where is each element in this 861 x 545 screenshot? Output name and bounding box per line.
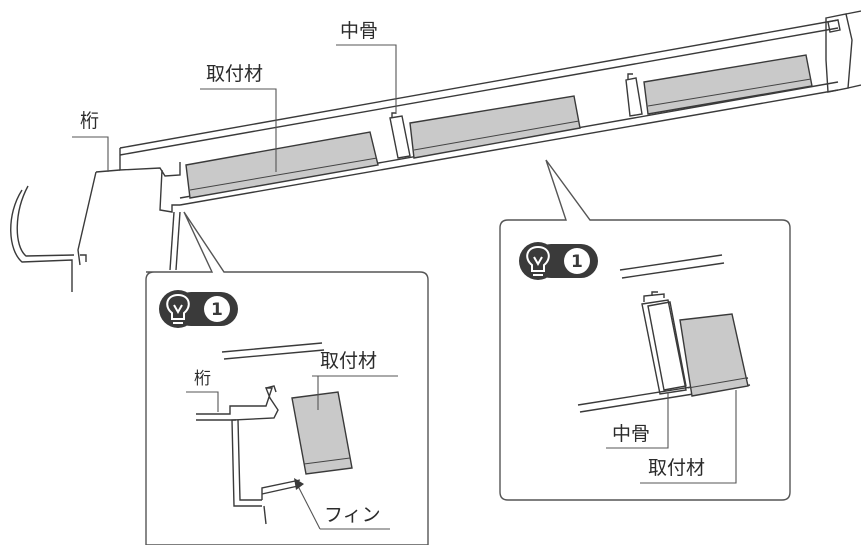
label-toritsukezai-left: 取付材 [320, 350, 377, 372]
label-keta-detail: 桁 [194, 369, 211, 389]
mid-frame-2 [625, 77, 643, 117]
label-toritsukezai-right: 取付材 [648, 457, 705, 479]
arrow-icon [294, 478, 304, 490]
tip-badge-right: 1 [519, 242, 598, 280]
tip-badge-left: 1 [159, 290, 238, 328]
detail-attachment-panel-right [679, 313, 749, 397]
label-nakabone-right: 中骨 [612, 423, 650, 445]
lightbulb-icon [526, 245, 550, 276]
main-assembly [10, 10, 861, 292]
mid-frame-1 [389, 115, 411, 159]
beam-profile [119, 148, 181, 177]
lightbulb-icon [166, 293, 190, 324]
callout-left: 1 桁 取付材 フィン [145, 211, 429, 545]
detail-beam-left [196, 387, 279, 507]
label-nakabone-main: 中骨 [340, 20, 378, 42]
attachment-panel-2 [409, 95, 581, 159]
detail-mid-frame-right [641, 299, 687, 395]
attachment-panel-3 [643, 54, 813, 115]
label-toritsukezai-main: 取付材 [206, 63, 263, 85]
label-fin: フィン [324, 504, 381, 526]
detail-attachment-panel-left [291, 391, 353, 475]
badge-number-right: 1 [571, 252, 583, 272]
attachment-panel-1 [185, 131, 379, 199]
callout-right: 1 中骨 取付材 [499, 159, 791, 501]
label-keta-main: 桁 [80, 110, 99, 132]
main-labels: 桁 取付材 中骨 [72, 20, 397, 172]
badge-number-left: 1 [211, 300, 223, 320]
